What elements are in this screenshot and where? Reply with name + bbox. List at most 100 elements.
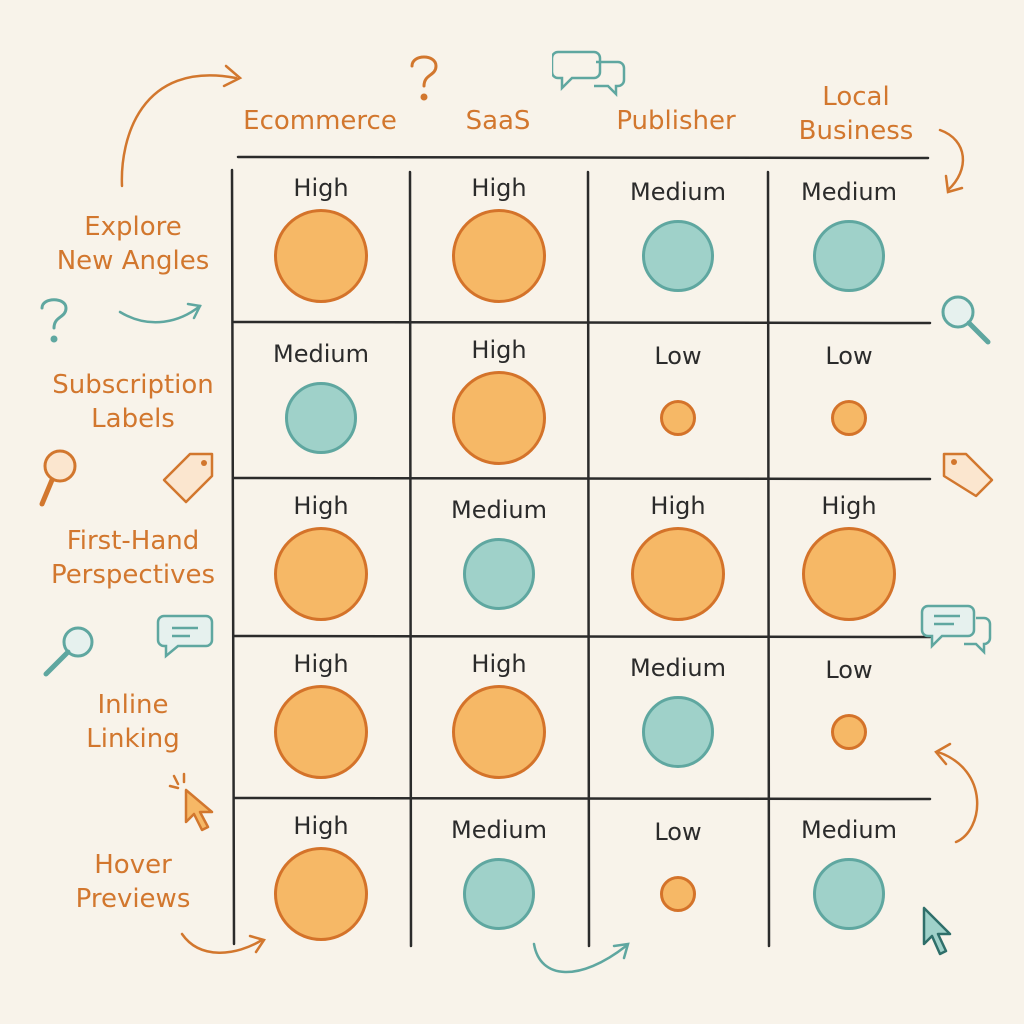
level-label: Medium [451, 496, 547, 524]
grid-line [232, 320, 932, 325]
tag-icon [942, 452, 994, 498]
matrix-cell: Low [588, 798, 768, 946]
grid-line [230, 168, 236, 946]
matrix-cell: Medium [410, 798, 588, 946]
magnifier-icon [39, 449, 77, 507]
column-header: Ecommerce [243, 106, 397, 136]
level-marker-high [452, 685, 546, 779]
matrix-cell: Low [588, 322, 768, 478]
curved-arrow-icon [934, 742, 952, 766]
question-icon [410, 55, 438, 101]
grid-line [236, 155, 930, 160]
magnifier-icon [43, 626, 94, 677]
grid-line [766, 170, 771, 948]
level-marker-high [802, 527, 896, 621]
level-label: High [821, 492, 877, 520]
matrix-cell: High [232, 160, 410, 322]
level-label: Medium [801, 178, 897, 206]
curved-arrow-icon [222, 64, 243, 88]
matrix-cell: Medium [410, 478, 588, 636]
level-marker-high [274, 527, 368, 621]
level-marker-high [631, 527, 725, 621]
level-label: Low [825, 656, 873, 684]
level-label: Medium [451, 816, 547, 844]
chat-bubble-icon [156, 614, 214, 659]
curved-arrow-icon [612, 942, 630, 960]
chat-bubbles-icon [552, 50, 626, 98]
matrix-cell: Medium [232, 322, 410, 478]
curved-arrow-icon [186, 302, 202, 320]
curved-arrow-icon [120, 74, 238, 188]
column-header: Publisher [616, 106, 736, 136]
curved-arrow-icon [936, 750, 979, 844]
level-marker-high [274, 209, 368, 303]
curved-arrow-icon [118, 304, 202, 324]
matrix-cell: Low [768, 636, 930, 798]
level-label: High [471, 336, 527, 364]
matrix-cell: Medium [768, 798, 930, 946]
level-marker-high [452, 371, 546, 465]
level-label: High [471, 174, 527, 202]
tag-icon [162, 452, 214, 504]
matrix-cell: Medium [588, 636, 768, 798]
level-marker-medium [463, 538, 535, 610]
row-label: Explore New Angles [56, 212, 210, 276]
matrix-cell: High [768, 478, 930, 636]
cursor-click-icon [168, 772, 214, 832]
row-label: Hover Previews [75, 850, 191, 914]
matrix-cell: High [232, 478, 410, 636]
curved-arrow-icon [248, 934, 266, 954]
column-header: Local Business [798, 82, 914, 146]
cursor-icon [922, 906, 952, 956]
grid-line [586, 170, 591, 948]
question-icon [40, 298, 68, 343]
row-label: Subscription Labels [52, 370, 214, 434]
level-marker-medium [813, 220, 885, 292]
level-label: Medium [630, 178, 726, 206]
chat-bubbles-icon [920, 604, 992, 656]
matrix-cell: High [232, 798, 410, 946]
grid-line [232, 476, 932, 481]
curved-arrow-icon [938, 128, 965, 192]
level-marker-medium [463, 858, 535, 930]
grid-line [232, 634, 932, 639]
level-label: High [293, 492, 349, 520]
level-marker-medium [813, 858, 885, 930]
level-label: Low [825, 342, 873, 370]
level-marker-low [660, 400, 696, 436]
level-marker-medium [642, 220, 714, 292]
level-label: Low [654, 818, 702, 846]
level-marker-medium [642, 696, 714, 768]
matrix-cell: Low [768, 322, 930, 478]
matrix-cell: Medium [768, 160, 930, 322]
matrix-cell: High [588, 478, 768, 636]
level-marker-low [831, 714, 867, 750]
row-label: First-Hand Perspectives [50, 526, 216, 590]
matrix-cell: Medium [588, 160, 768, 322]
level-marker-high [274, 685, 368, 779]
level-marker-low [831, 400, 867, 436]
curved-arrow-icon [532, 942, 628, 974]
grid-line [232, 796, 932, 801]
level-label: High [471, 650, 527, 678]
curved-arrow-icon [944, 174, 964, 194]
level-label: High [293, 812, 349, 840]
level-label: High [293, 650, 349, 678]
level-marker-high [452, 209, 546, 303]
grid-line [408, 170, 413, 948]
level-label: High [293, 174, 349, 202]
level-marker-medium [285, 382, 357, 454]
curved-arrow-icon [180, 932, 264, 954]
matrix-cell: High [232, 636, 410, 798]
row-label: Inline Linking [86, 690, 180, 754]
matrix-cell: High [410, 636, 588, 798]
matrix-cell: High [410, 160, 588, 322]
level-marker-low [660, 876, 696, 912]
column-header: SaaS [465, 106, 531, 136]
level-label: Medium [273, 340, 369, 368]
level-label: Medium [630, 654, 726, 682]
level-marker-high [274, 847, 368, 941]
matrix-cell: High [410, 322, 588, 478]
